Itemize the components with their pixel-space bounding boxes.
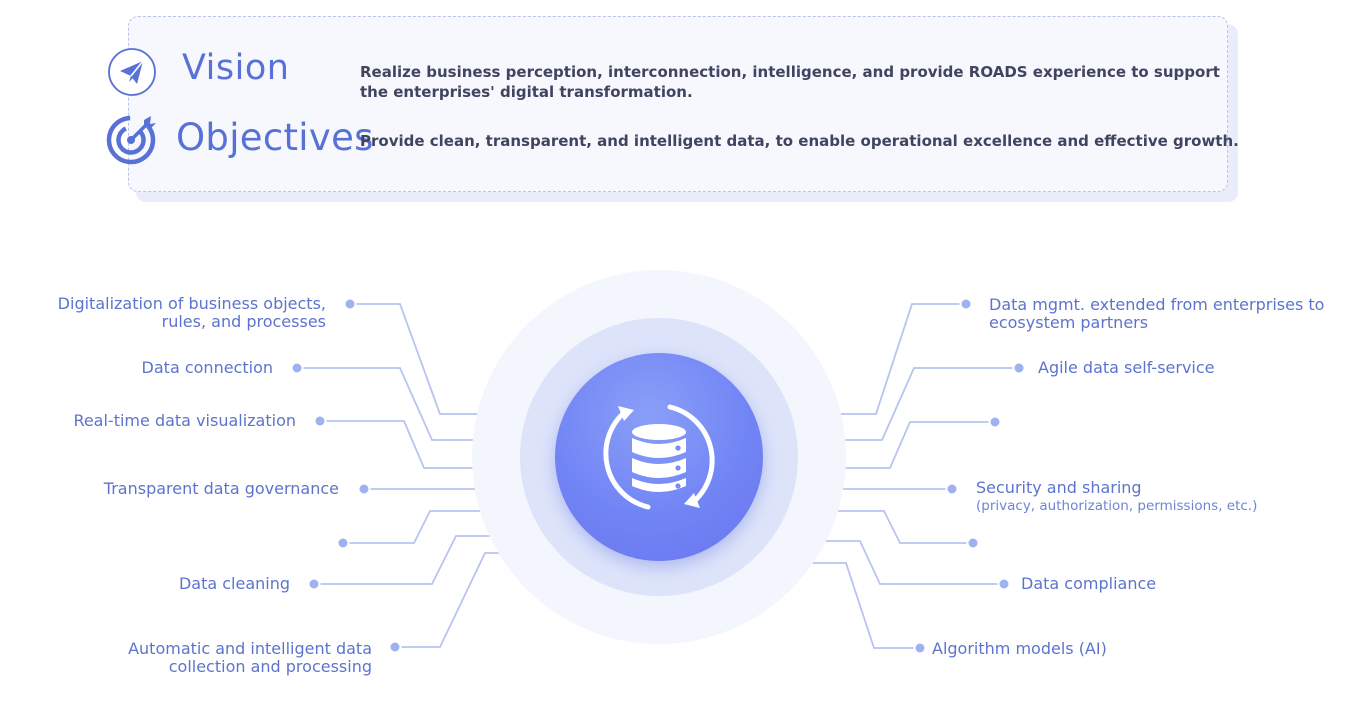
right-item-7: Algorithm models (AI) bbox=[932, 639, 1107, 658]
right-item-1: Data mgmt. extended from enterprises to … bbox=[989, 296, 1324, 332]
paper-plane-icon bbox=[108, 48, 156, 96]
right-item-1-line1: Data mgmt. extended from enterprises to bbox=[989, 295, 1325, 314]
left-item-1: Digitalization of business objects, rule… bbox=[58, 295, 326, 331]
vision-objectives-panel bbox=[128, 16, 1228, 192]
connector-left-5 bbox=[344, 510, 482, 544]
right-item-4-sub: (privacy, authorization, permissions, et… bbox=[976, 498, 1258, 514]
left-item-1-line2: rules, and processes bbox=[161, 312, 326, 331]
left-item-3: Real-time data visualization bbox=[73, 411, 296, 430]
connector-dot bbox=[945, 482, 959, 496]
connector-left-7 bbox=[396, 552, 500, 648]
connector-left-1 bbox=[352, 303, 478, 415]
connector-left-6 bbox=[315, 535, 490, 585]
left-item-2: Data connection bbox=[141, 358, 273, 377]
connector-right-1 bbox=[840, 303, 965, 415]
objectives-text: Provide clean, transparent, and intellig… bbox=[360, 132, 1239, 150]
vision-text-line1: Realize business perception, interconnec… bbox=[360, 63, 1220, 81]
objectives-title: Objectives bbox=[176, 116, 374, 159]
connector-right-2 bbox=[840, 367, 1019, 441]
connector-dot bbox=[307, 577, 321, 591]
connector-dot bbox=[388, 640, 402, 654]
connector-dot bbox=[997, 577, 1011, 591]
connector-dot bbox=[343, 297, 357, 311]
left-item-6: Data cleaning bbox=[178, 574, 290, 593]
right-item-4-line1: Security and sharing bbox=[976, 478, 1142, 497]
connector-dot bbox=[313, 414, 327, 428]
connector-dot bbox=[1012, 361, 1026, 375]
connector-dot bbox=[913, 641, 927, 655]
connector-dot bbox=[959, 297, 973, 311]
vision-text-line2: the enterprises' digital transformation. bbox=[360, 83, 693, 101]
right-item-4: Security and sharing (privacy, authoriza… bbox=[976, 479, 1257, 515]
left-item-7-line2: collection and processing bbox=[168, 657, 372, 676]
right-item-2: Agile data self-service bbox=[1038, 358, 1215, 377]
vision-title: Vision bbox=[182, 48, 290, 88]
vision-text: Realize business perception, interconnec… bbox=[360, 62, 1220, 102]
connector-dot bbox=[988, 415, 1002, 429]
right-item-1-line2: ecosystem partners bbox=[989, 313, 1149, 332]
target-icon bbox=[106, 115, 156, 165]
left-item-7: Automatic and intelligent data collectio… bbox=[128, 640, 372, 676]
connector-right-5 bbox=[834, 510, 973, 544]
left-item-7-line1: Automatic and intelligent data bbox=[128, 639, 372, 658]
connector-right-7 bbox=[812, 562, 920, 649]
connector-left-2 bbox=[298, 367, 478, 441]
left-item-4: Transparent data governance bbox=[103, 479, 339, 498]
connector-left-3 bbox=[321, 420, 476, 469]
database-sync-icon bbox=[603, 404, 715, 510]
left-item-1-line1: Digitalization of business objects, bbox=[57, 294, 326, 313]
connector-dot bbox=[290, 361, 304, 375]
connector-dot bbox=[357, 482, 371, 496]
right-item-6: Data compliance bbox=[1021, 574, 1157, 593]
connector-dot bbox=[336, 536, 350, 550]
connector-right-3 bbox=[842, 421, 995, 469]
connector-dot bbox=[966, 536, 980, 550]
connector-right-6 bbox=[826, 540, 1004, 585]
